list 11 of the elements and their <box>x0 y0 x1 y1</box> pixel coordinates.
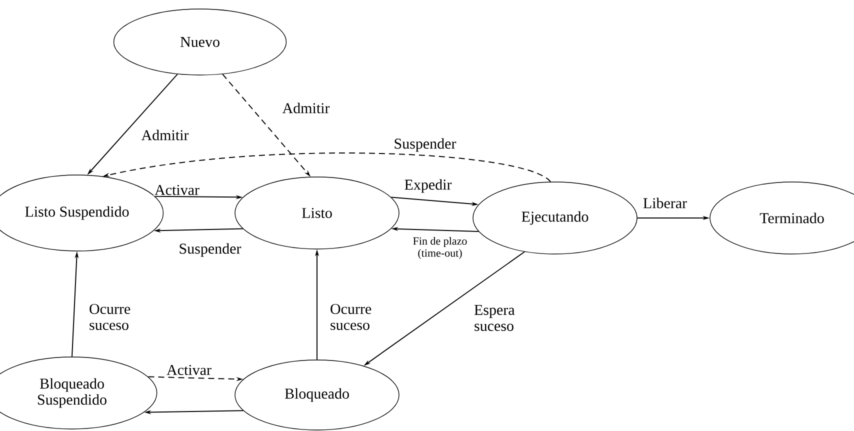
edge-label: Ocurre suceso <box>329 302 381 332</box>
edge-label: Activar <box>166 364 212 376</box>
edge-label: Admitir <box>140 128 190 142</box>
edge-label: Fin de plazo (time-out) <box>408 236 472 260</box>
edge-label: Suspender <box>392 137 458 153</box>
edge-label: Ocurre suceso <box>88 302 140 332</box>
edge-label: Liberar <box>642 196 688 210</box>
edge-label: Activar <box>154 184 200 196</box>
edge-label: Admitir <box>281 102 331 114</box>
edge-label: Espera suceso <box>473 304 523 332</box>
edge-label: Expedir <box>403 178 453 194</box>
